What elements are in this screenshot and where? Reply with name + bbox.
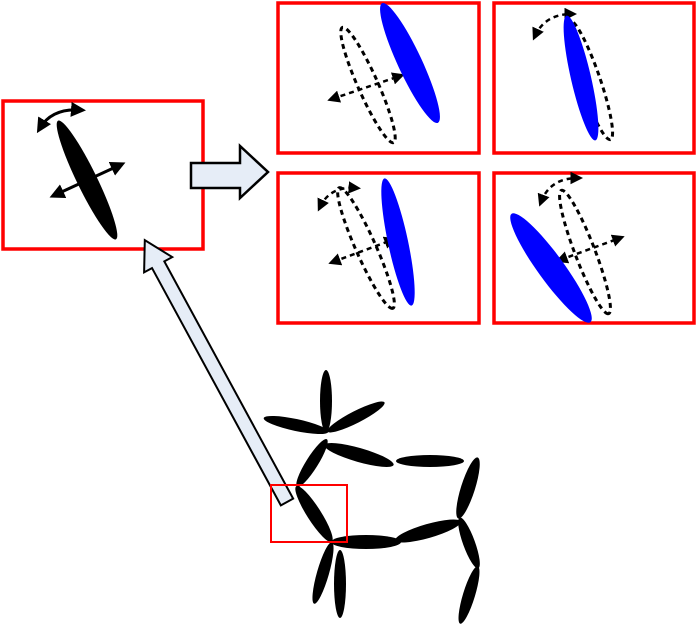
selected-region-frame bbox=[270, 484, 348, 543]
rear-leg-lower bbox=[458, 566, 480, 624]
candidate-frame bbox=[492, 1, 696, 155]
rear-leg-upper bbox=[456, 457, 480, 519]
dashed-translate-arrow-icon bbox=[328, 236, 397, 266]
body-front bbox=[331, 535, 401, 549]
translate-arrow-icon bbox=[49, 161, 126, 199]
candidate-panel-1 bbox=[276, 1, 481, 155]
zoom-arrow-icon bbox=[143, 238, 295, 507]
source-patch-panel bbox=[1, 99, 205, 251]
candidate-panel-2 bbox=[492, 1, 696, 155]
antler-vertical bbox=[320, 370, 332, 432]
candidate-frame bbox=[492, 171, 696, 325]
dashed-rotate-arrow-icon bbox=[537, 171, 583, 207]
candidate-frame bbox=[276, 171, 481, 325]
neck-upper bbox=[296, 439, 328, 487]
candidate-panel-3 bbox=[276, 171, 481, 325]
deer-figure bbox=[263, 370, 480, 624]
head bbox=[324, 443, 394, 467]
dashed-translate-arrow-icon bbox=[327, 72, 405, 103]
dashed-translate-arrow-icon bbox=[555, 234, 625, 264]
antler-right bbox=[327, 401, 385, 433]
dashed-rotate-arrow-icon bbox=[317, 181, 361, 212]
candidate-blue-ellipse bbox=[381, 178, 415, 306]
candidate-blue-ellipse bbox=[380, 2, 440, 124]
neck-lower bbox=[295, 485, 333, 543]
ear bbox=[396, 455, 464, 467]
candidate-frame bbox=[276, 1, 481, 155]
rotate-arrow-icon bbox=[36, 101, 86, 134]
right-arrow-icon bbox=[189, 143, 270, 201]
dashed-rotate-arrow-icon bbox=[532, 7, 577, 41]
candidate-blue-ellipse bbox=[563, 15, 599, 141]
body-rear bbox=[395, 519, 461, 543]
antler-left bbox=[263, 415, 329, 435]
candidate-panel-4 bbox=[492, 171, 696, 325]
rear-leg-mid bbox=[458, 517, 480, 569]
front-leg-1 bbox=[312, 542, 334, 604]
front-leg-2 bbox=[334, 550, 346, 618]
candidate-blue-ellipse bbox=[510, 213, 592, 323]
